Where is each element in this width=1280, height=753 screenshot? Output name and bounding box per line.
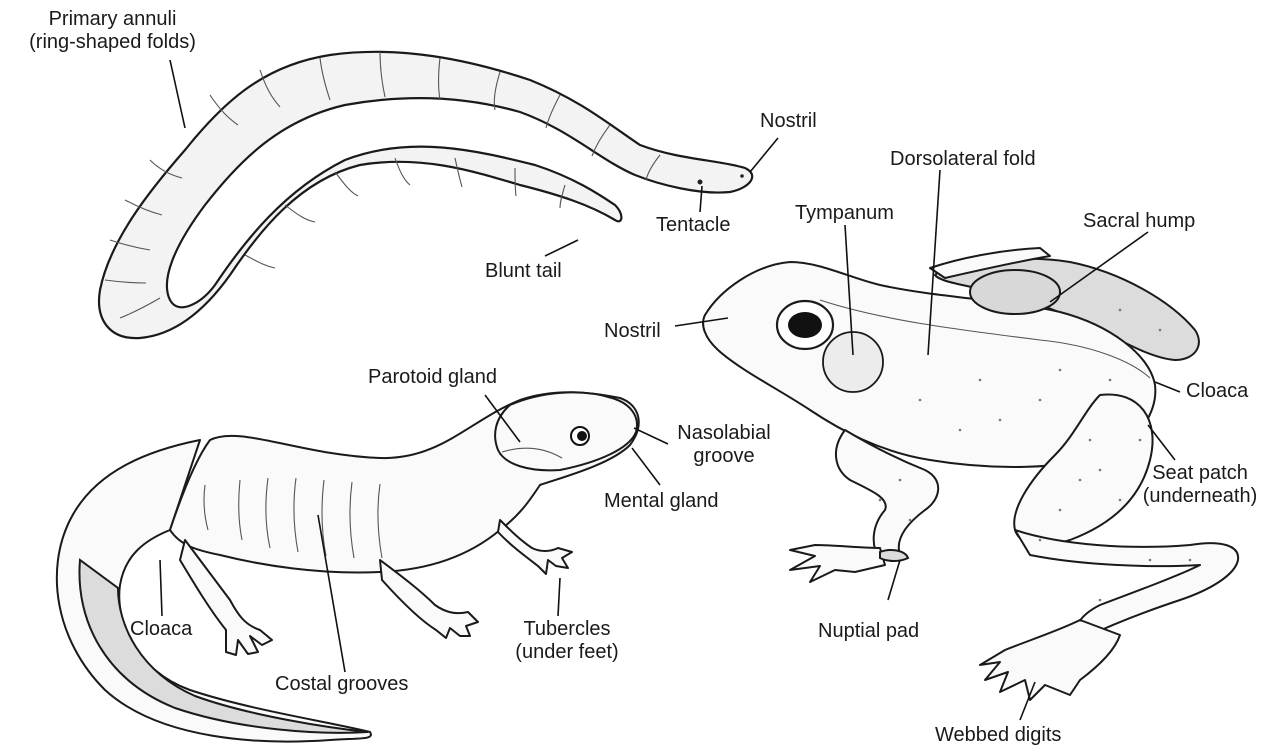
salamander-pupil	[577, 431, 587, 441]
label-seat-patch: Seat patch (underneath)	[1125, 462, 1275, 508]
label-dorsolateral-fold: Dorsolateral fold	[890, 148, 1036, 171]
label-primary-annuli-line1: Primary annuli	[10, 8, 215, 31]
salamander-head	[495, 392, 637, 470]
frog-tympanum	[823, 332, 883, 392]
frog-hind-foot	[980, 620, 1120, 700]
label-mental-gland: Mental gland	[604, 490, 719, 513]
label-nasolabial-line2: groove	[664, 445, 784, 468]
leader-annuli	[170, 60, 185, 128]
label-costal-grooves: Costal grooves	[275, 673, 408, 696]
salamander-tail-underside	[79, 560, 368, 733]
leader-frog-cloaca	[1155, 382, 1180, 392]
label-seat-patch-line2: (underneath)	[1125, 485, 1275, 508]
label-nasolabial-groove: Nasolabial groove	[664, 422, 784, 468]
label-tubercles-line2: (under feet)	[508, 641, 626, 664]
label-primary-annuli-line2: (ring-shaped folds)	[10, 31, 215, 54]
label-parotoid-gland: Parotoid gland	[368, 366, 497, 389]
leader-nasolabial	[634, 428, 668, 444]
caecilian-nostril-dot	[740, 174, 744, 178]
leader-nuptial	[888, 560, 900, 600]
label-frog-cloaca: Cloaca	[1186, 380, 1248, 403]
label-nasolabial-line1: Nasolabial	[664, 422, 784, 445]
label-frog-nostril: Nostril	[604, 320, 661, 343]
leader-mental	[632, 448, 660, 485]
caecilian-body	[99, 52, 752, 338]
frog-hind-shank	[1015, 530, 1238, 640]
label-blunt-tail: Blunt tail	[485, 260, 562, 283]
label-sacral-hump: Sacral hump	[1083, 210, 1195, 233]
leader-blunt-tail	[545, 240, 578, 256]
salamander-front-leg	[380, 560, 478, 638]
leader-caecilian-nostril	[750, 138, 778, 172]
label-tubercles: Tubercles (under feet)	[508, 618, 626, 664]
label-tubercles-line1: Tubercles	[508, 618, 626, 641]
frog-nuptial-pad	[880, 550, 908, 561]
label-tentacle: Tentacle	[656, 214, 731, 237]
caecilian-illustration	[99, 52, 752, 338]
leader-salamander-cloaca	[160, 560, 162, 616]
label-webbed-digits: Webbed digits	[935, 724, 1061, 747]
label-primary-annuli: Primary annuli (ring-shaped folds)	[10, 8, 215, 54]
label-tympanum: Tympanum	[795, 202, 894, 225]
frog-sacral-hump	[970, 270, 1060, 314]
frog-pupil	[788, 312, 822, 338]
salamander-front-leg-right	[498, 520, 572, 574]
label-caecilian-nostril: Nostril	[760, 110, 817, 133]
frog-front-hand	[790, 545, 885, 582]
label-salamander-cloaca: Cloaca	[130, 618, 192, 641]
label-seat-patch-line1: Seat patch	[1125, 462, 1275, 485]
caecilian-tentacle-dot	[698, 180, 703, 185]
label-nuptial-pad: Nuptial pad	[818, 620, 919, 643]
leader-tubercles	[558, 578, 560, 616]
